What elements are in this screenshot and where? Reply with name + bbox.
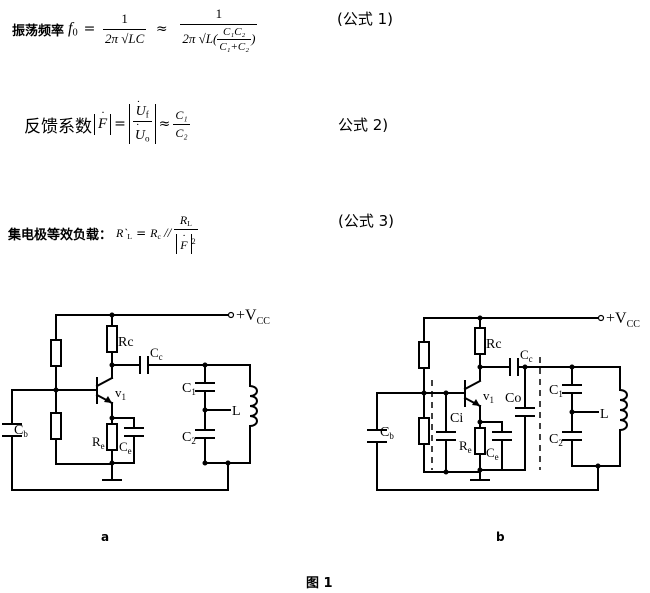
formula-1-eq: = [83, 21, 96, 37]
circuit-b-cap-ce [492, 431, 512, 441]
formula-1-approx: ≈ [155, 21, 168, 37]
circuit-b-cap-cc [509, 358, 519, 376]
formula-2-eq: = [114, 116, 126, 132]
circuit-a-c1-label: C1 [182, 381, 196, 397]
circuit-a-resistor-re [106, 423, 118, 451]
circuit-b-ce-label: Ce [486, 445, 499, 462]
circuit-b-cap-c2 [562, 431, 582, 441]
circuit-b-rc-label: Rc [486, 337, 502, 352]
circuit-a-bias-resistor-top [50, 339, 62, 367]
formula-1-tag: (公式 1) [337, 10, 394, 28]
circuit-b-cb-label: Cb [380, 425, 394, 441]
formula-2-label: 反馈系数 [24, 116, 92, 137]
figure-caption: 图 1 [306, 576, 333, 591]
circuit-b-resistor-re [474, 427, 486, 455]
circuit-b-cap-c1 [562, 384, 582, 394]
formula-2: 反馈系数 · F = ·Uf ·Uo ≈ C₁ C₂ [24, 96, 190, 144]
circuit-b-emitter-arrow [472, 399, 480, 406]
formula-2-F: F [98, 115, 108, 132]
circuit-a-vcc-terminal [227, 311, 235, 319]
formula-2-fraction-c: C₁ C₂ [173, 107, 190, 140]
circuit-a-cap-ce [124, 427, 144, 437]
circuit-b-resistor-rc [474, 327, 486, 355]
circuit-b-cap-ci [436, 431, 456, 441]
junction-dots [53, 312, 601, 475]
circuit-b-bias-resistor-top [418, 341, 430, 369]
formula-3: 集电极等效负载： R`L = Rc // RL ·F 2 [8, 212, 198, 254]
circuit-a-cap-cc [139, 356, 149, 374]
formula-2-tag: 公式 2) [338, 116, 389, 134]
circuit-b-bias-resistor-bottom [418, 417, 430, 445]
circuit-b-cap-cb [367, 429, 387, 443]
formula-1-fraction-b: 1 2π √ L( C₁C₂ C₁+C₂ ) [180, 5, 258, 53]
formula-1-label: 振荡频率 [12, 23, 65, 39]
formula-2-fraction-u: ·Uf ·Uo [132, 96, 152, 144]
formula-1-f: f [68, 19, 73, 37]
circuit-a-caption: a [101, 530, 110, 544]
formula-3-tag: (公式 3) [338, 212, 395, 230]
circuit-b-l-label: L [600, 407, 609, 422]
circuit-a-cap-c1 [195, 382, 215, 392]
circuit-a-resistor-rc [106, 325, 118, 353]
circuit-b-cap-co [515, 407, 535, 417]
circuit-a-rc-label: Rc [118, 335, 134, 350]
formula-3-label: 集电极等效负载： [8, 227, 113, 243]
formula-2-approx: ≈ [158, 116, 171, 132]
circuit-b-caption: b [496, 530, 505, 544]
circuit-a-re-label: Re [92, 434, 105, 451]
circuit-b-re-label: Re [459, 438, 472, 455]
circuit-b-vcc-terminal [597, 314, 605, 322]
circuit-b-c2-label: C2 [549, 432, 563, 448]
formula-1-f-sub: 0 [72, 27, 78, 39]
circuit-a-wires [11, 314, 258, 491]
circuit-a-cb-label: Cb [14, 423, 28, 439]
formula-1: 振荡频率 f0 = 1 2π √LC ≈ 1 2π √ L( C₁C₂ C₁+C… [12, 0, 262, 58]
circuit-a-v1-label: v1 [115, 385, 126, 402]
circuit-a-bias-resistor-bottom [50, 412, 62, 440]
circuit-b-wires [376, 317, 628, 491]
circuit-a-cap-cb [2, 423, 22, 437]
circuit-a-vcc-label: +VCC [236, 307, 270, 327]
circuit-a-emitter-arrow [104, 396, 112, 403]
circuit-b-cc-label: Cc [520, 347, 533, 364]
formula-1-fraction-a: 1 2π √LC [103, 11, 147, 46]
circuit-a-cap-c2 [195, 429, 215, 439]
formula-3-fraction: RL ·F 2 [174, 213, 198, 254]
circuit-b-co-label: Co [505, 391, 521, 406]
circuit-b-ci-label: Ci [450, 411, 463, 426]
circuit-b-c1-label: C1 [549, 383, 563, 399]
circuit-a-c2-label: C2 [182, 430, 196, 446]
circuit-b-v1-label: v1 [483, 388, 494, 405]
circuit-b-vcc-label: +VCC [606, 310, 640, 330]
circuit-a-cc-label: Cc [150, 345, 163, 362]
circuit-a-l-label: L [232, 404, 241, 419]
circuit-a-ce-label: Ce [119, 439, 132, 456]
